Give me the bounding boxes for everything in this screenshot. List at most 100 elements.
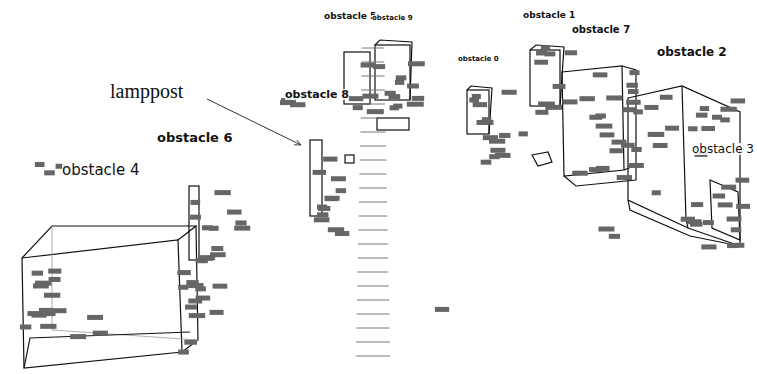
point [367, 109, 384, 114]
point [720, 107, 736, 112]
point [44, 293, 60, 298]
obstacle-label: obstacle 5 [324, 12, 376, 21]
obstacle-label: obstacle 1 [523, 11, 575, 20]
point [35, 162, 45, 167]
road-dash [358, 272, 389, 273]
point [317, 212, 328, 217]
point [600, 132, 615, 137]
point [407, 84, 419, 89]
point [188, 283, 203, 288]
road-dash [356, 342, 390, 343]
point [519, 131, 528, 136]
obstacle-label: obstacle 6 [157, 131, 233, 144]
callout-label: lamppost [110, 81, 183, 101]
road-dash [357, 286, 389, 287]
point [227, 210, 242, 215]
point [612, 140, 627, 145]
point [626, 100, 640, 105]
road-dash [356, 356, 390, 357]
point [313, 170, 326, 175]
point [609, 234, 620, 239]
point [736, 204, 750, 209]
obstacle-label: obstacle 9 [372, 15, 413, 22]
point [700, 106, 709, 111]
point [688, 126, 697, 131]
point [718, 202, 733, 207]
point [598, 226, 614, 231]
point [407, 102, 424, 107]
point [318, 206, 330, 211]
point [535, 110, 548, 115]
point [648, 132, 665, 137]
point [331, 176, 346, 181]
point [652, 190, 661, 195]
road-dash [360, 146, 386, 147]
point [579, 96, 594, 101]
point [703, 220, 714, 225]
point [336, 188, 346, 193]
road-dash [359, 174, 386, 175]
point [534, 60, 548, 65]
road-dash [361, 104, 385, 105]
point [184, 340, 197, 345]
point [323, 157, 337, 162]
point [473, 102, 487, 107]
point [189, 313, 205, 318]
road-dash [362, 62, 385, 63]
point [335, 231, 349, 236]
lidar-points [20, 45, 750, 354]
road-dash [358, 230, 387, 231]
point [349, 96, 364, 101]
road-dash [358, 258, 388, 259]
point [362, 94, 378, 99]
point [44, 170, 55, 175]
point [361, 63, 375, 68]
point [177, 270, 190, 275]
road-dash [361, 76, 384, 77]
road-dash [356, 328, 389, 329]
point [595, 113, 606, 118]
point [472, 94, 481, 99]
point [727, 243, 738, 248]
point [32, 271, 43, 276]
road-dash [361, 90, 385, 91]
point [593, 72, 608, 77]
point [713, 193, 725, 198]
point [483, 135, 498, 140]
point [199, 255, 215, 260]
point [541, 45, 550, 50]
point [396, 75, 407, 80]
point [234, 226, 250, 231]
point [696, 113, 708, 118]
point [701, 244, 716, 249]
road-dash [360, 160, 386, 161]
point [544, 51, 555, 56]
point [353, 105, 363, 110]
point [178, 285, 188, 290]
point [562, 99, 577, 104]
point [701, 126, 715, 131]
point [631, 147, 641, 152]
road-dash [361, 118, 386, 119]
obstacle-label: obstacle 4 [62, 163, 140, 178]
point [606, 95, 622, 100]
point [626, 83, 637, 88]
point [720, 117, 730, 122]
bounding-boxes [22, 40, 740, 368]
point [35, 281, 51, 286]
point [314, 217, 330, 222]
road-dash [358, 244, 388, 245]
point [191, 200, 201, 205]
point [623, 107, 637, 112]
point [499, 133, 510, 138]
point [572, 171, 587, 176]
point [412, 96, 424, 101]
point [290, 102, 305, 107]
point [178, 350, 189, 355]
point [553, 84, 566, 89]
point [214, 190, 230, 195]
point [627, 163, 644, 168]
road-dash [357, 300, 389, 301]
obstacle-label: obstacle 8 [285, 89, 349, 100]
